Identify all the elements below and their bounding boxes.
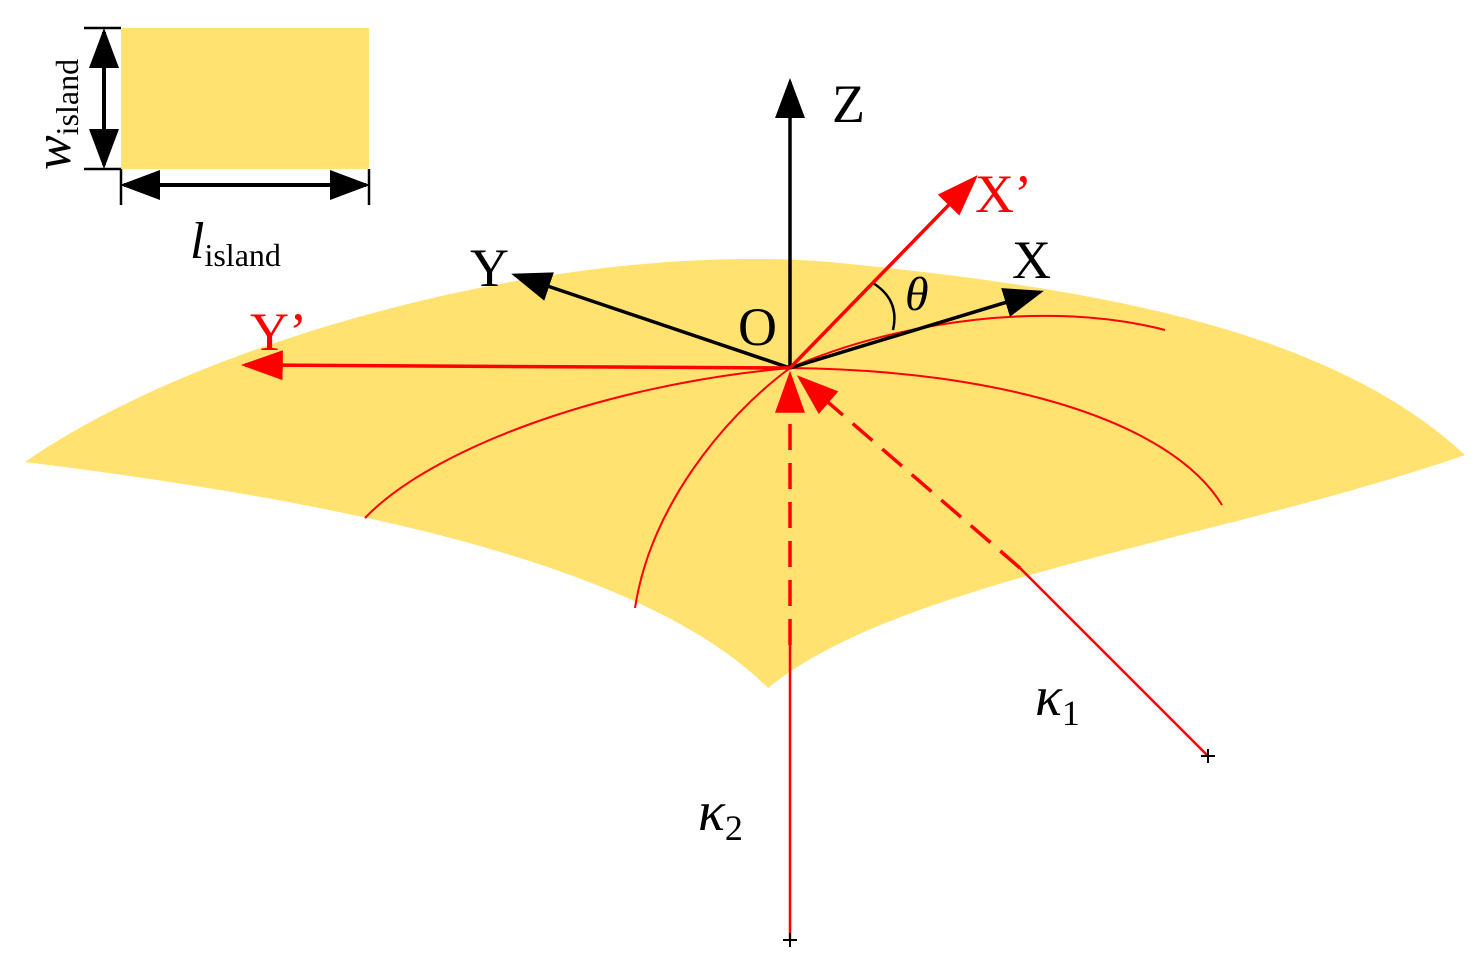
y-prime-axis	[240, 350, 791, 381]
angle-arc	[872, 281, 896, 331]
y-label: Y	[470, 238, 509, 298]
island-rectangle	[121, 28, 369, 169]
k1-radius-solid	[1019, 567, 1209, 757]
theta-label: θ	[905, 268, 929, 321]
curvature-line-left	[364, 367, 791, 519]
x-prime-axis	[788, 174, 978, 370]
x-prime-label: X’	[975, 164, 1032, 224]
curvature-line-right	[789, 367, 1223, 506]
axis-labels: Z Y X O X’ Y’ θ κ1 κ2	[250, 74, 1080, 848]
k2-label: κ2	[698, 781, 743, 848]
principal-axes	[240, 174, 978, 381]
origin-label: O	[738, 297, 777, 357]
original-axes	[511, 78, 1044, 370]
curvature-line-upper-right	[789, 314, 1166, 369]
z-label: Z	[832, 74, 865, 134]
k1-center-marker	[1201, 749, 1215, 763]
length-label: lisland	[190, 213, 281, 273]
curvature-line-lower-left	[634, 367, 791, 609]
k2-center-marker	[783, 933, 797, 947]
x-axis	[789, 288, 1044, 370]
width-label: wisland	[25, 59, 85, 170]
k1-radius-dashed	[796, 375, 1022, 570]
x-label: X	[1012, 230, 1051, 290]
curvature-lines	[364, 314, 1223, 609]
k1-label: κ1	[1035, 666, 1080, 733]
y-prime-label: Y’	[250, 302, 307, 362]
y-axis	[511, 272, 791, 370]
curvature-radii	[775, 370, 1215, 947]
inset-island: wisland lisland	[25, 26, 371, 273]
